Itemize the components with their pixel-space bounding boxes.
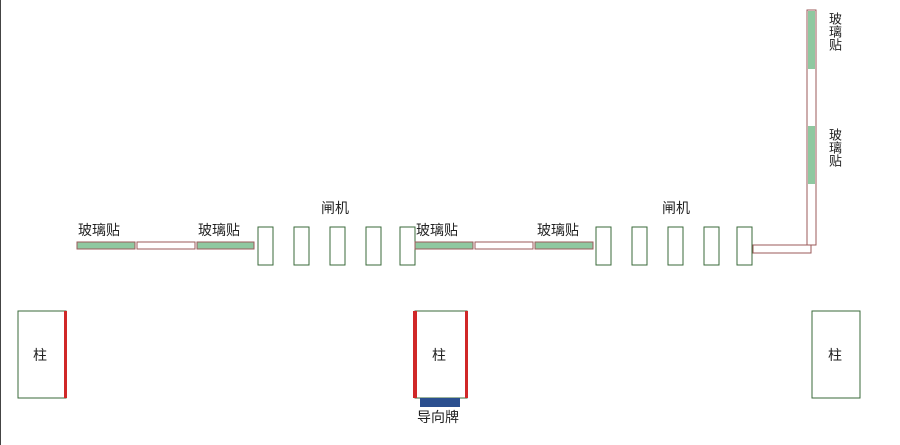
left-border [0,0,1,445]
pillar-left-red-edge [64,311,67,398]
guide-sign-block [420,398,460,407]
pillar-middle-red-edge-left [413,311,417,398]
pillar-label: 柱 [33,348,47,364]
gate-unit [257,226,274,266]
glass-panel-vertical-2 [808,126,815,184]
glass-sticker-label: 玻璃贴 [537,223,579,239]
pillar-middle [414,310,468,399]
glass-sticker-vertical-label: 玻璃贴 [826,128,841,167]
glass-panel-3 [414,241,474,250]
glass-sticker-vertical-label: 玻璃贴 [826,12,841,51]
rail-segment-2 [474,241,534,250]
pillar-left [17,310,67,399]
rail-segment-1 [136,241,196,250]
glass-panel-2 [196,241,255,250]
gate-unit [631,226,648,266]
gate-unit [329,226,346,266]
gate-unit [736,226,753,266]
gate-label: 闸机 [321,201,349,217]
gate-label: 闸机 [662,201,690,217]
pillar-label: 柱 [432,348,446,364]
pillar-right [811,310,861,399]
glass-sticker-label: 玻璃贴 [78,223,120,239]
glass-panel-vertical-1 [808,11,815,69]
pillar-label: 柱 [828,348,842,364]
glass-panel-1 [76,241,136,250]
glass-sticker-label: 玻璃贴 [198,223,240,239]
gate-unit [365,226,382,266]
gate-unit [293,226,310,266]
gate-unit [399,226,416,266]
glass-sticker-label: 玻璃贴 [416,223,458,239]
guide-sign-label: 导向牌 [417,410,459,426]
rail-segment-corner [752,244,812,254]
gate-unit [667,226,684,266]
pillar-middle-red-edge-right [465,311,468,398]
gate-unit [595,226,612,266]
gate-unit [703,226,720,266]
glass-panel-4 [534,241,594,250]
